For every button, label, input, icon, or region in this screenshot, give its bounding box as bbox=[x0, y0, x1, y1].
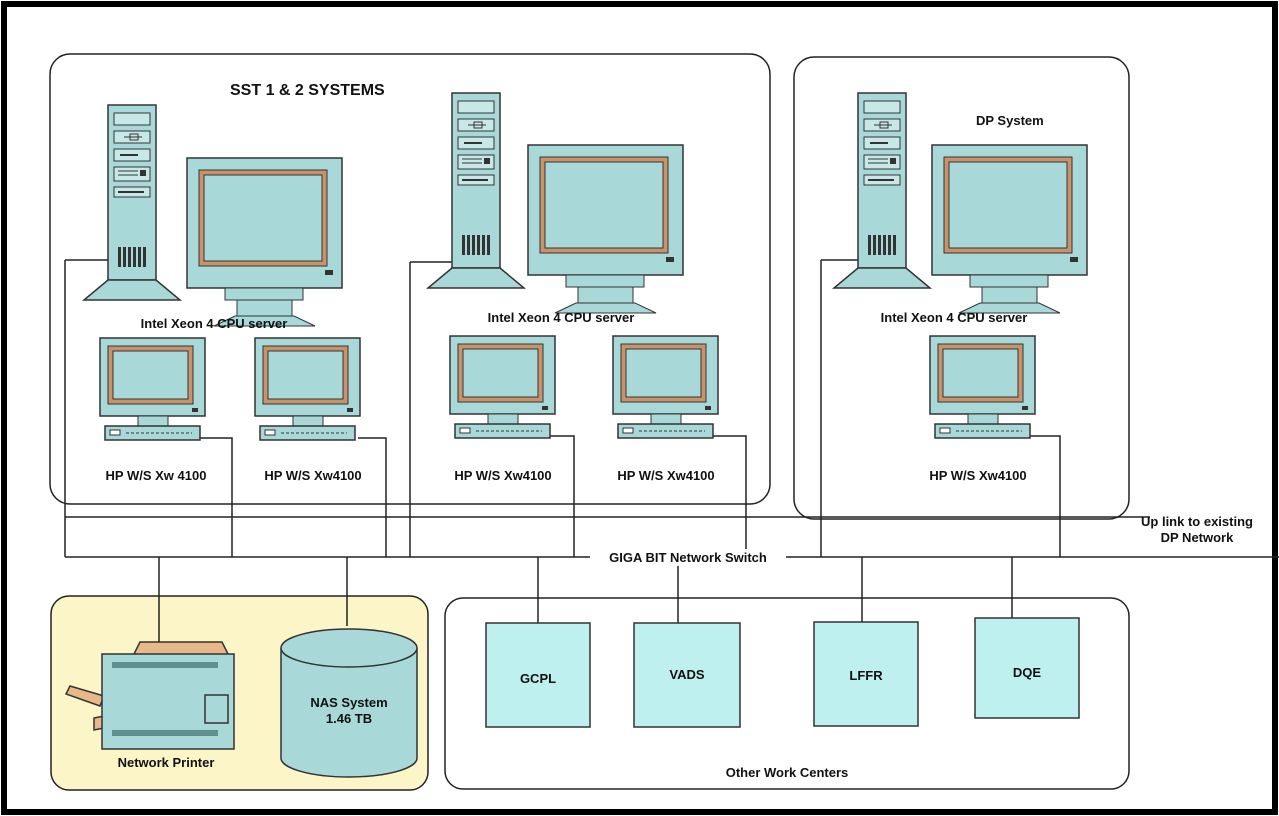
server-3 bbox=[833, 92, 1088, 314]
lffr-box bbox=[813, 621, 919, 727]
vads-box bbox=[633, 622, 741, 728]
dqe-label: DQE bbox=[1013, 665, 1042, 680]
server-2 bbox=[427, 92, 684, 314]
sst-group-title: SST 1 & 2 SYSTEMS bbox=[230, 82, 385, 99]
workstation-5-label: HP W/S Xw4100 bbox=[929, 468, 1026, 483]
workstation-4 bbox=[612, 335, 719, 439]
workstation-1-label: HP W/S Xw 4100 bbox=[106, 468, 207, 483]
dp-group-box bbox=[793, 56, 1130, 520]
other-work-centers-label: Other Work Centers bbox=[726, 765, 849, 780]
nas-label-line2: 1.46 TB bbox=[326, 711, 372, 726]
network-cabling bbox=[64, 259, 1279, 672]
server-1-label: Intel Xeon 4 CPU server bbox=[141, 316, 288, 331]
vads-label: VADS bbox=[669, 667, 704, 682]
gcpl-label: GCPL bbox=[520, 671, 556, 686]
switch-label-bg bbox=[590, 549, 786, 566]
nas-label-line1: NAS System bbox=[310, 695, 387, 710]
workstation-2 bbox=[254, 337, 361, 441]
uplink-label-line1: Up link to existing bbox=[1141, 514, 1253, 529]
dqe-box bbox=[974, 617, 1080, 719]
lffr-label: LFFR bbox=[849, 668, 883, 683]
printer-label: Network Printer bbox=[118, 755, 215, 770]
server-3-label: Intel Xeon 4 CPU server bbox=[881, 310, 1028, 325]
network-printer-icon bbox=[64, 641, 235, 750]
workstation-3 bbox=[449, 335, 556, 439]
work-centers-group-box bbox=[444, 597, 1130, 790]
network-switch-label: GIGA BIT Network Switch bbox=[609, 550, 767, 565]
workstation-1 bbox=[99, 337, 206, 441]
uplink-label-line2: DP Network bbox=[1161, 530, 1234, 545]
server-2-label: Intel Xeon 4 CPU server bbox=[488, 310, 635, 325]
nas-storage-icon bbox=[280, 628, 418, 778]
workstation-4-label: HP W/S Xw4100 bbox=[617, 468, 714, 483]
dp-group-title: DP System bbox=[976, 113, 1044, 128]
workstation-3-label: HP W/S Xw4100 bbox=[454, 468, 551, 483]
workstation-2-label: HP W/S Xw4100 bbox=[264, 468, 361, 483]
gcpl-box bbox=[485, 622, 591, 728]
workstation-5 bbox=[929, 335, 1036, 439]
server-1 bbox=[83, 104, 343, 327]
